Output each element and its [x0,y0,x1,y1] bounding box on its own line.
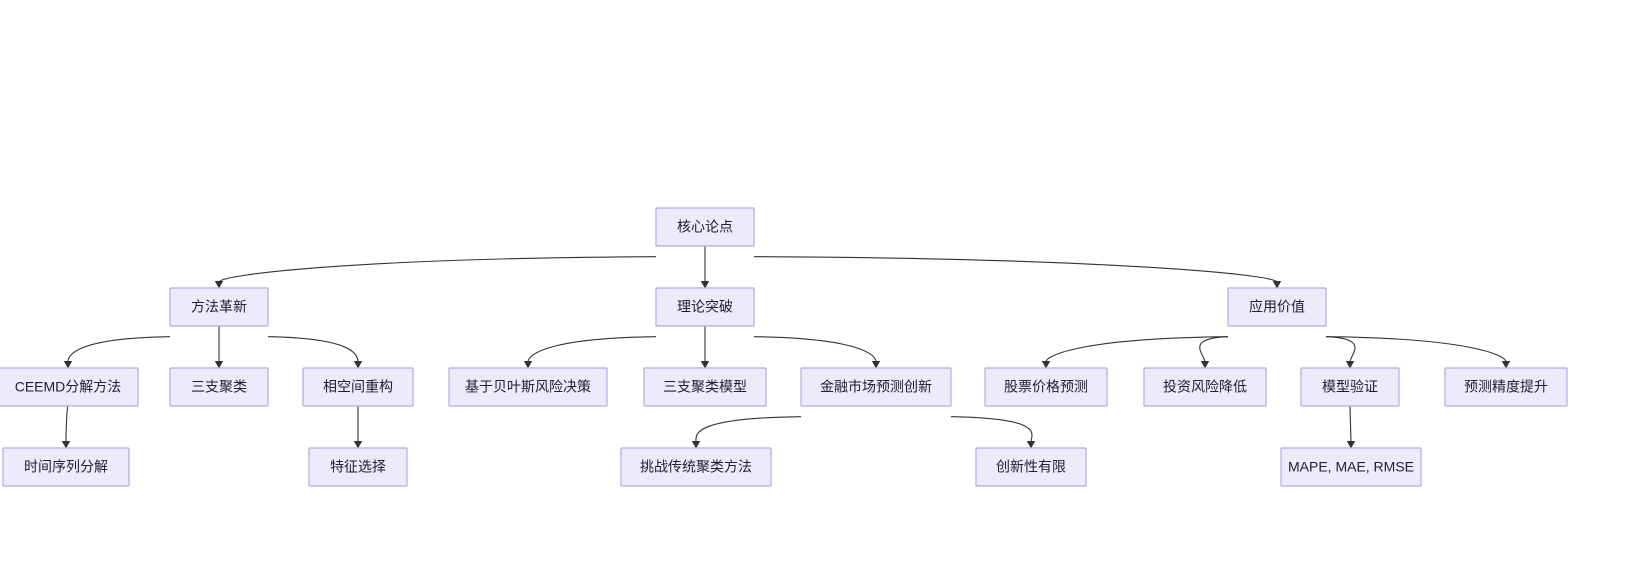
arrow-head-icon [353,441,363,449]
node-box[interactable] [2,447,130,487]
arrow-head-icon [61,441,71,449]
arrow-head-icon [700,361,710,369]
node-box[interactable] [448,367,608,407]
node-box[interactable] [1444,367,1568,407]
node-n17[interactable]: 创新性有限 [975,447,1087,487]
node-box[interactable] [643,367,767,407]
node-n3[interactable]: 应用价值 [1227,287,1327,327]
arrow-head-icon [214,361,224,369]
edge-n3-to-n10 [1045,336,1229,363]
edge-n1-to-n4 [67,336,171,363]
node-box[interactable] [0,367,139,407]
edge-n2-to-n7 [527,336,657,363]
arrow-head-icon [63,361,73,369]
node-box[interactable] [1300,367,1400,407]
arrow-head-icon [353,361,363,369]
edge-n2-to-n9 [753,336,877,363]
edge-n3-to-n11 [1199,336,1229,363]
node-box[interactable] [302,367,414,407]
arrow-head-icon [1026,441,1036,449]
edge-n9-to-n17 [950,416,1033,443]
node-box[interactable] [169,287,269,327]
node-box[interactable] [655,207,755,247]
arrow-head-icon [1501,361,1511,369]
node-box[interactable] [169,367,269,407]
edge-n9-to-n16 [695,416,802,443]
node-n16[interactable]: 挑战传统聚类方法 [620,447,772,487]
node-n9[interactable]: 金融市场预测创新 [800,367,952,407]
arrow-head-icon [1200,361,1210,369]
node-box[interactable] [308,447,408,487]
edge-n0-to-n1 [218,256,657,283]
edge-n1-to-n6 [267,336,359,363]
edge-n3-to-n12 [1325,336,1356,363]
node-box[interactable] [655,287,755,327]
node-box[interactable] [620,447,772,487]
edge-n0-to-n3 [753,256,1278,283]
node-box[interactable] [1143,367,1267,407]
edge-n4-to-n14 [65,405,69,443]
arrow-head-icon [700,281,710,289]
node-n10[interactable]: 股票价格预测 [984,367,1108,407]
node-n8[interactable]: 三支聚类模型 [643,367,767,407]
arrow-head-icon [1345,361,1355,369]
node-box[interactable] [800,367,952,407]
node-box[interactable] [975,447,1087,487]
node-n12[interactable]: 模型验证 [1300,367,1400,407]
node-box[interactable] [984,367,1108,407]
edge-n12-to-n18 [1349,405,1352,443]
node-n15[interactable]: 特征选择 [308,447,408,487]
arrow-head-icon [871,361,881,369]
node-n2[interactable]: 理论突破 [655,287,755,327]
node-box[interactable] [1227,287,1327,327]
nodes-layer: 核心论点方法革新 理论突破 应用价值 CEEMD分解方法三支聚类相空间重构基于贝叶斯风… [0,207,1568,487]
node-n6[interactable]: 相空间重构 [302,367,414,407]
node-n4[interactable]: CEEMD分解方法 [0,367,139,407]
node-n11[interactable]: 投资风险降低 [1143,367,1267,407]
node-n13[interactable]: 预测精度提升 [1444,367,1568,407]
edge-n3-to-n13 [1325,336,1507,363]
node-n0[interactable]: 核心论点 [655,207,755,247]
arrow-head-icon [691,441,701,449]
edges-layer [61,246,1511,449]
node-n7[interactable]: 基于贝叶斯风险决策 [448,367,608,407]
node-n14[interactable]: 时间序列分解 [2,447,130,487]
node-n1[interactable]: 方法革新 [169,287,269,327]
arrow-head-icon [214,281,224,289]
arrow-head-icon [1272,281,1282,289]
node-box[interactable] [1280,447,1422,487]
node-n5[interactable]: 三支聚类 [169,367,269,407]
arrow-head-icon [523,361,533,369]
arrow-head-icon [1041,361,1051,369]
node-n18[interactable]: MAPE, MAE, RMSE [1280,447,1422,487]
arrow-head-icon [1346,441,1356,449]
